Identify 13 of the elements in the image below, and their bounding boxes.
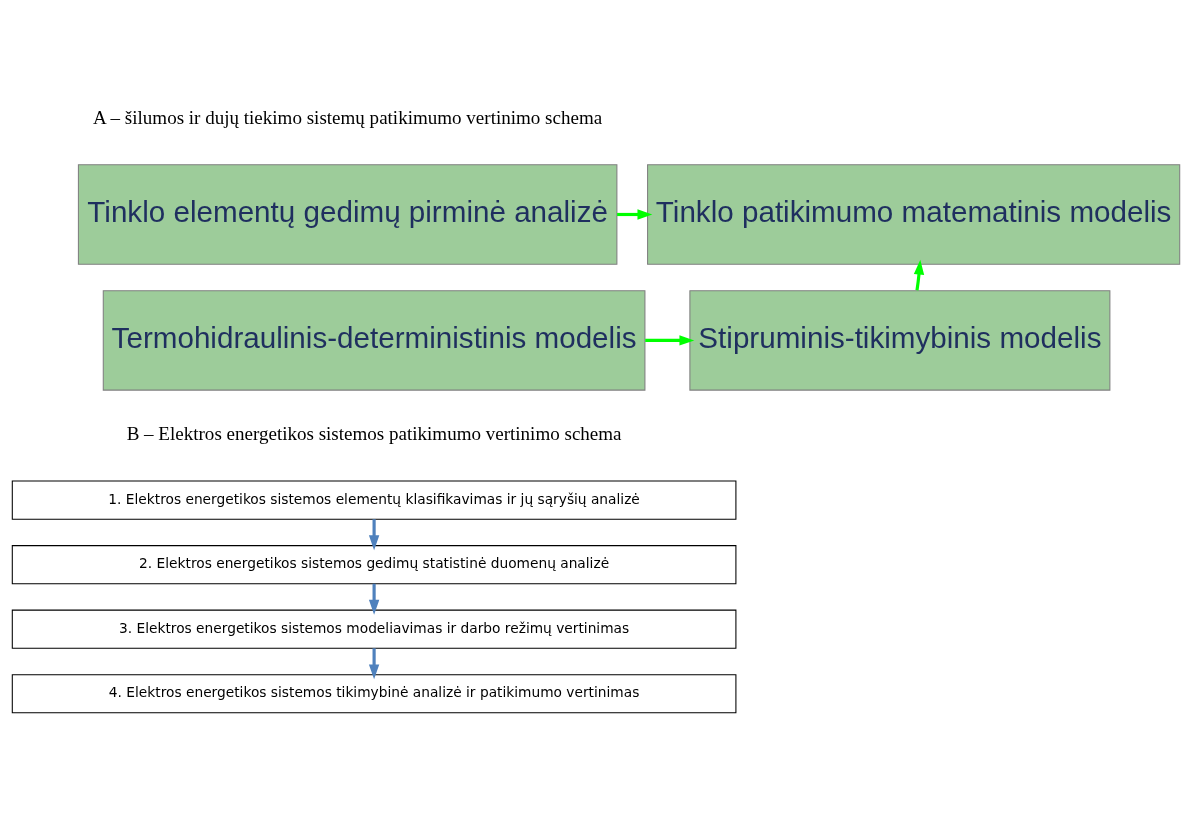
node-box: Tinklo elementų gedimų pirminė analizė — [77, 164, 618, 265]
node-box: 2. Elektros energetikos sistemos gedimų statistinė duomenų analizė — [11, 545, 737, 585]
arrow — [913, 259, 925, 291]
node-box: 3. Elektros energetikos sistemos modeliavimas ir darbo režimų vertinimas — [11, 609, 737, 649]
node-box: Tinklo patikimumo matematinis modelis — [647, 164, 1181, 265]
node-box: 4. Elektros energetikos sistemos tikimybinė analizė ir patikimumo vertinimas — [11, 674, 737, 714]
node-box: Stipruminis-tikimybinis modelis — [689, 290, 1111, 391]
label: A – šilumos ir dujų tiekimo sistemų patikimumo vertinimo schema — [93, 106, 603, 128]
arrow — [645, 335, 695, 346]
label: B – Elektros energetikos sistemos patikimumo vertinimo schema — [126, 423, 622, 445]
node-box: 1. Elektros energetikos sistemos elementų klasifikavimas ir jų sąryšių analizė — [11, 480, 737, 520]
arrow — [617, 209, 653, 220]
node-box: Termohidraulinis-deterministinis modelis — [102, 290, 646, 391]
